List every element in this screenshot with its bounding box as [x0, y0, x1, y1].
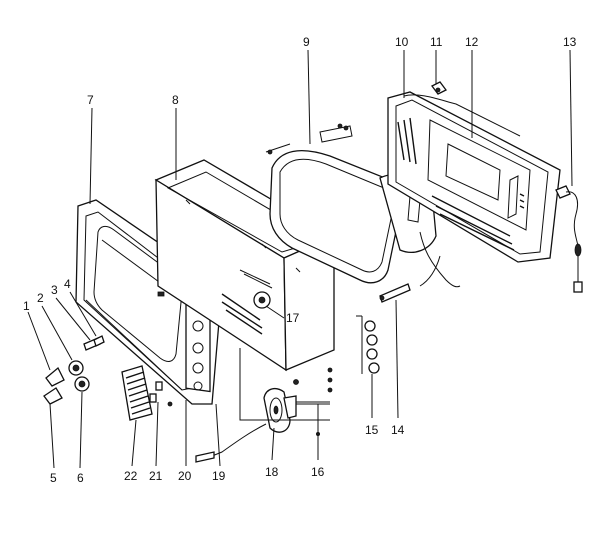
callout-20: 20: [178, 469, 192, 483]
callout-22: 22: [124, 469, 138, 483]
callout-8: 8: [172, 93, 179, 107]
callout-1: 1: [23, 299, 30, 313]
callout-11: 11: [430, 35, 443, 49]
power-cord-part-13: [555, 185, 583, 293]
callout-16: 16: [311, 465, 325, 479]
callout-2: 2: [37, 291, 44, 305]
callout-13: 13: [563, 35, 577, 49]
callout-19: 19: [212, 469, 226, 483]
front-bezel-part-7: [75, 199, 223, 405]
leader-lines: [27, 49, 573, 469]
callout-18: 18: [265, 465, 279, 479]
callout-21: 21: [149, 469, 163, 483]
callout-5: 5: [50, 471, 57, 485]
front-knobs-parts-1-6: [43, 335, 105, 405]
connector-part-14: [379, 255, 441, 303]
callout-14: 14: [391, 423, 405, 437]
callout-15: 15: [365, 423, 379, 437]
knobs-part-15: [356, 315, 380, 374]
callout-12: 12: [465, 35, 479, 49]
screws: [293, 367, 333, 436]
callout-4: 4: [64, 277, 71, 291]
callout-3: 3: [51, 283, 58, 297]
speaker-part-18: [195, 348, 330, 463]
callout-7: 7: [87, 93, 94, 107]
callout-9: 9: [303, 35, 310, 49]
callout-17: 17: [286, 311, 300, 325]
back-cover-part-10: [387, 81, 561, 263]
callout-labels: 1 2 3 4 5 6 7 8 9 10 11 12 13 14 15 16 1…: [23, 35, 577, 485]
speaker-grille-part-22: [121, 365, 153, 421]
callout-10: 10: [395, 35, 409, 49]
callout-6: 6: [77, 471, 84, 485]
small-knobs-part-21: [149, 381, 173, 407]
